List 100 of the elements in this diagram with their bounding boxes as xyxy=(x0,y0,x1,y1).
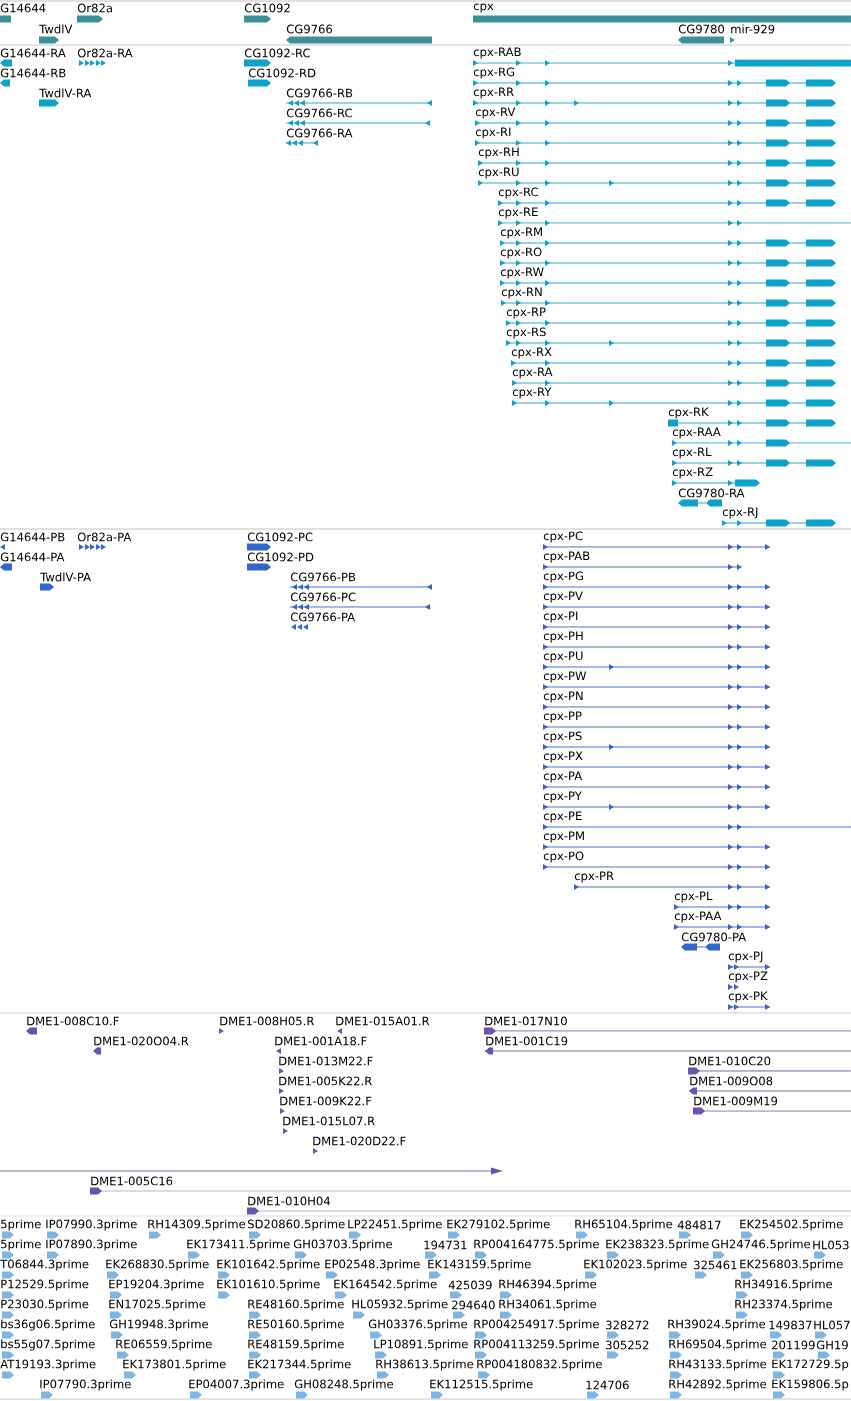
feature-label: 5prime xyxy=(1,1219,41,1231)
feature-label: CG1092-PC xyxy=(247,532,313,542)
feature-label: RH34916.5prime xyxy=(735,1279,833,1291)
feature-label: SD20860.5prime xyxy=(247,1219,345,1231)
feature-label: Or82a xyxy=(77,3,112,13)
feature-label: RH46394.5prime xyxy=(499,1279,597,1291)
feature-label: cpx-PM xyxy=(543,831,584,843)
feature-label: RE06559.5prime xyxy=(116,1339,212,1351)
feature-label: GH08248.5prime xyxy=(294,1379,394,1391)
feature-label: cpx-RX xyxy=(511,347,552,359)
feature-label: RH42892.5prime xyxy=(669,1379,767,1391)
feature-label: DME1-020D22.F xyxy=(313,1136,406,1146)
feature-label: cpx-PA xyxy=(543,771,583,783)
feature-label: cpx-RH xyxy=(478,147,519,159)
feature-label: cpx-RA xyxy=(512,367,553,379)
feature-label: EK172729.5p xyxy=(772,1359,849,1371)
feature-label: cpx-RAA xyxy=(672,427,721,439)
feature-label: RP004180832.5prime xyxy=(477,1359,602,1371)
feature-label: 294640 xyxy=(452,1300,495,1310)
feature-label: cpx-PZ xyxy=(728,971,768,983)
feature-label: P23030.5prime xyxy=(1,1299,89,1311)
feature-label: cpx-RAB xyxy=(473,47,521,59)
feature-label: Or82a-PA xyxy=(77,532,132,542)
feature-label: cpx-RN xyxy=(501,287,542,299)
feature-label: P12529.5prime xyxy=(1,1279,89,1291)
feature-label: mir-929 xyxy=(731,24,775,34)
feature-label: EK101610.5prime xyxy=(217,1279,320,1291)
feature-label: EK256803.5prime xyxy=(740,1259,843,1271)
feature-label: HL05932.5prime xyxy=(352,1299,448,1311)
feature-label: RE48159.5prime xyxy=(248,1339,344,1351)
feature-label: cpx-PP xyxy=(543,711,582,723)
feature-label: EK143159.5prime xyxy=(428,1259,531,1271)
feature-label: cpx-PS xyxy=(543,731,582,743)
feature-label: 5prime xyxy=(1,1239,41,1251)
feature-label: RH34061.5prime xyxy=(499,1299,597,1311)
feature-label: DME1-017N10 xyxy=(485,1016,567,1026)
feature-label: DME1-008H05.R xyxy=(220,1016,315,1026)
feature-label: cpx-PY xyxy=(543,791,582,803)
feature-label: TwdlV-PA xyxy=(40,572,91,582)
feature-label: CG1092-RC xyxy=(244,48,310,58)
feature-label: DME1-008C10.F xyxy=(27,1016,119,1026)
feature-label: cpx-RV xyxy=(475,107,516,119)
feature-label: GH24746.5prime xyxy=(711,1239,811,1251)
feature-label: cpx-PX xyxy=(543,751,583,763)
feature-label: cpx-RP xyxy=(506,307,546,319)
feature-label: cpx-RR xyxy=(473,87,514,99)
feature-label: G14644-PB xyxy=(0,532,65,542)
feature-label: CG9766-RC xyxy=(286,108,352,118)
feature-label: GH03376.5prime xyxy=(368,1319,468,1331)
feature-label: EK112515.5prime xyxy=(430,1379,533,1391)
feature-label: EP04007.3prime xyxy=(189,1379,284,1391)
feature-label: 328272 xyxy=(606,1320,649,1330)
feature-label: CG9780-PA xyxy=(681,932,747,942)
feature-label: DME1-015A01.R xyxy=(336,1016,430,1026)
feature-label: DME1-009M19 xyxy=(694,1096,778,1106)
feature-label: TwdlV-RA xyxy=(39,88,92,98)
feature-label: 194731 xyxy=(424,1240,467,1250)
feature-label: 124706 xyxy=(586,1380,629,1390)
feature-label: CG1092-PD xyxy=(247,552,314,562)
feature-label: IP07890.3prime xyxy=(46,1239,137,1251)
feature-label: RH43133.5prime xyxy=(669,1359,767,1371)
feature-label: AT19193.3prime xyxy=(0,1359,96,1371)
feature-label: G14644-RB xyxy=(0,68,66,78)
feature-label: DME1-009K22.F xyxy=(280,1096,372,1106)
feature-label: DME1-010C20 xyxy=(689,1056,771,1066)
feature-label: cpx-RL xyxy=(672,447,712,459)
feature-label: RP004254917.5prime xyxy=(474,1319,599,1331)
feature-label: EK238323.5prime xyxy=(606,1239,709,1251)
feature-label: DME1-020O04.R xyxy=(94,1036,189,1046)
feature-label: RE50160.5prime xyxy=(248,1319,344,1331)
feature-label: cpx-PW xyxy=(543,671,587,683)
feature-label: cpx-RC xyxy=(498,187,538,199)
feature-label: 484817 xyxy=(677,1220,721,1230)
feature-label: cpx-RG xyxy=(473,67,515,79)
feature-label: cpx-RE xyxy=(498,207,538,219)
feature-label: DME1-005K22.R xyxy=(279,1076,372,1086)
feature-label: cpx-PH xyxy=(543,631,583,643)
feature-label: cpx-RY xyxy=(512,387,552,399)
feature-label: RH14309.5prime xyxy=(148,1219,246,1231)
feature-label: TwdlV xyxy=(39,24,73,34)
feature-label: RH23374.5prime xyxy=(735,1299,833,1311)
feature-label: DME1-010H04 xyxy=(248,1196,330,1206)
feature-label: cpx-RW xyxy=(500,267,544,279)
feature-label: LP10891.5prime xyxy=(374,1339,468,1351)
feature-label: RH69504.5prime xyxy=(669,1339,767,1351)
feature-label: CG1092 xyxy=(244,3,290,13)
feature-label: G14644-PA xyxy=(0,552,65,562)
feature-label: EK173801.5prime xyxy=(123,1359,226,1371)
feature-label: cpx-PO xyxy=(543,851,584,863)
feature-label: IP07790.3prime xyxy=(40,1379,131,1391)
feature-label: HL057 xyxy=(814,1320,850,1330)
feature-label: Or82a-RA xyxy=(77,48,133,58)
feature-label: cpx-PK xyxy=(728,991,768,1003)
feature-label: 425039 xyxy=(448,1280,492,1290)
feature-label: 305252 xyxy=(606,1340,649,1350)
feature-label: GH19948.3prime xyxy=(109,1319,209,1331)
feature-label: CG9766 xyxy=(286,24,333,34)
feature-label: CG9766-PB xyxy=(290,572,356,582)
feature-label: cpx-RO xyxy=(500,247,542,259)
feature-label: bs36g06.5prime xyxy=(1,1319,95,1331)
